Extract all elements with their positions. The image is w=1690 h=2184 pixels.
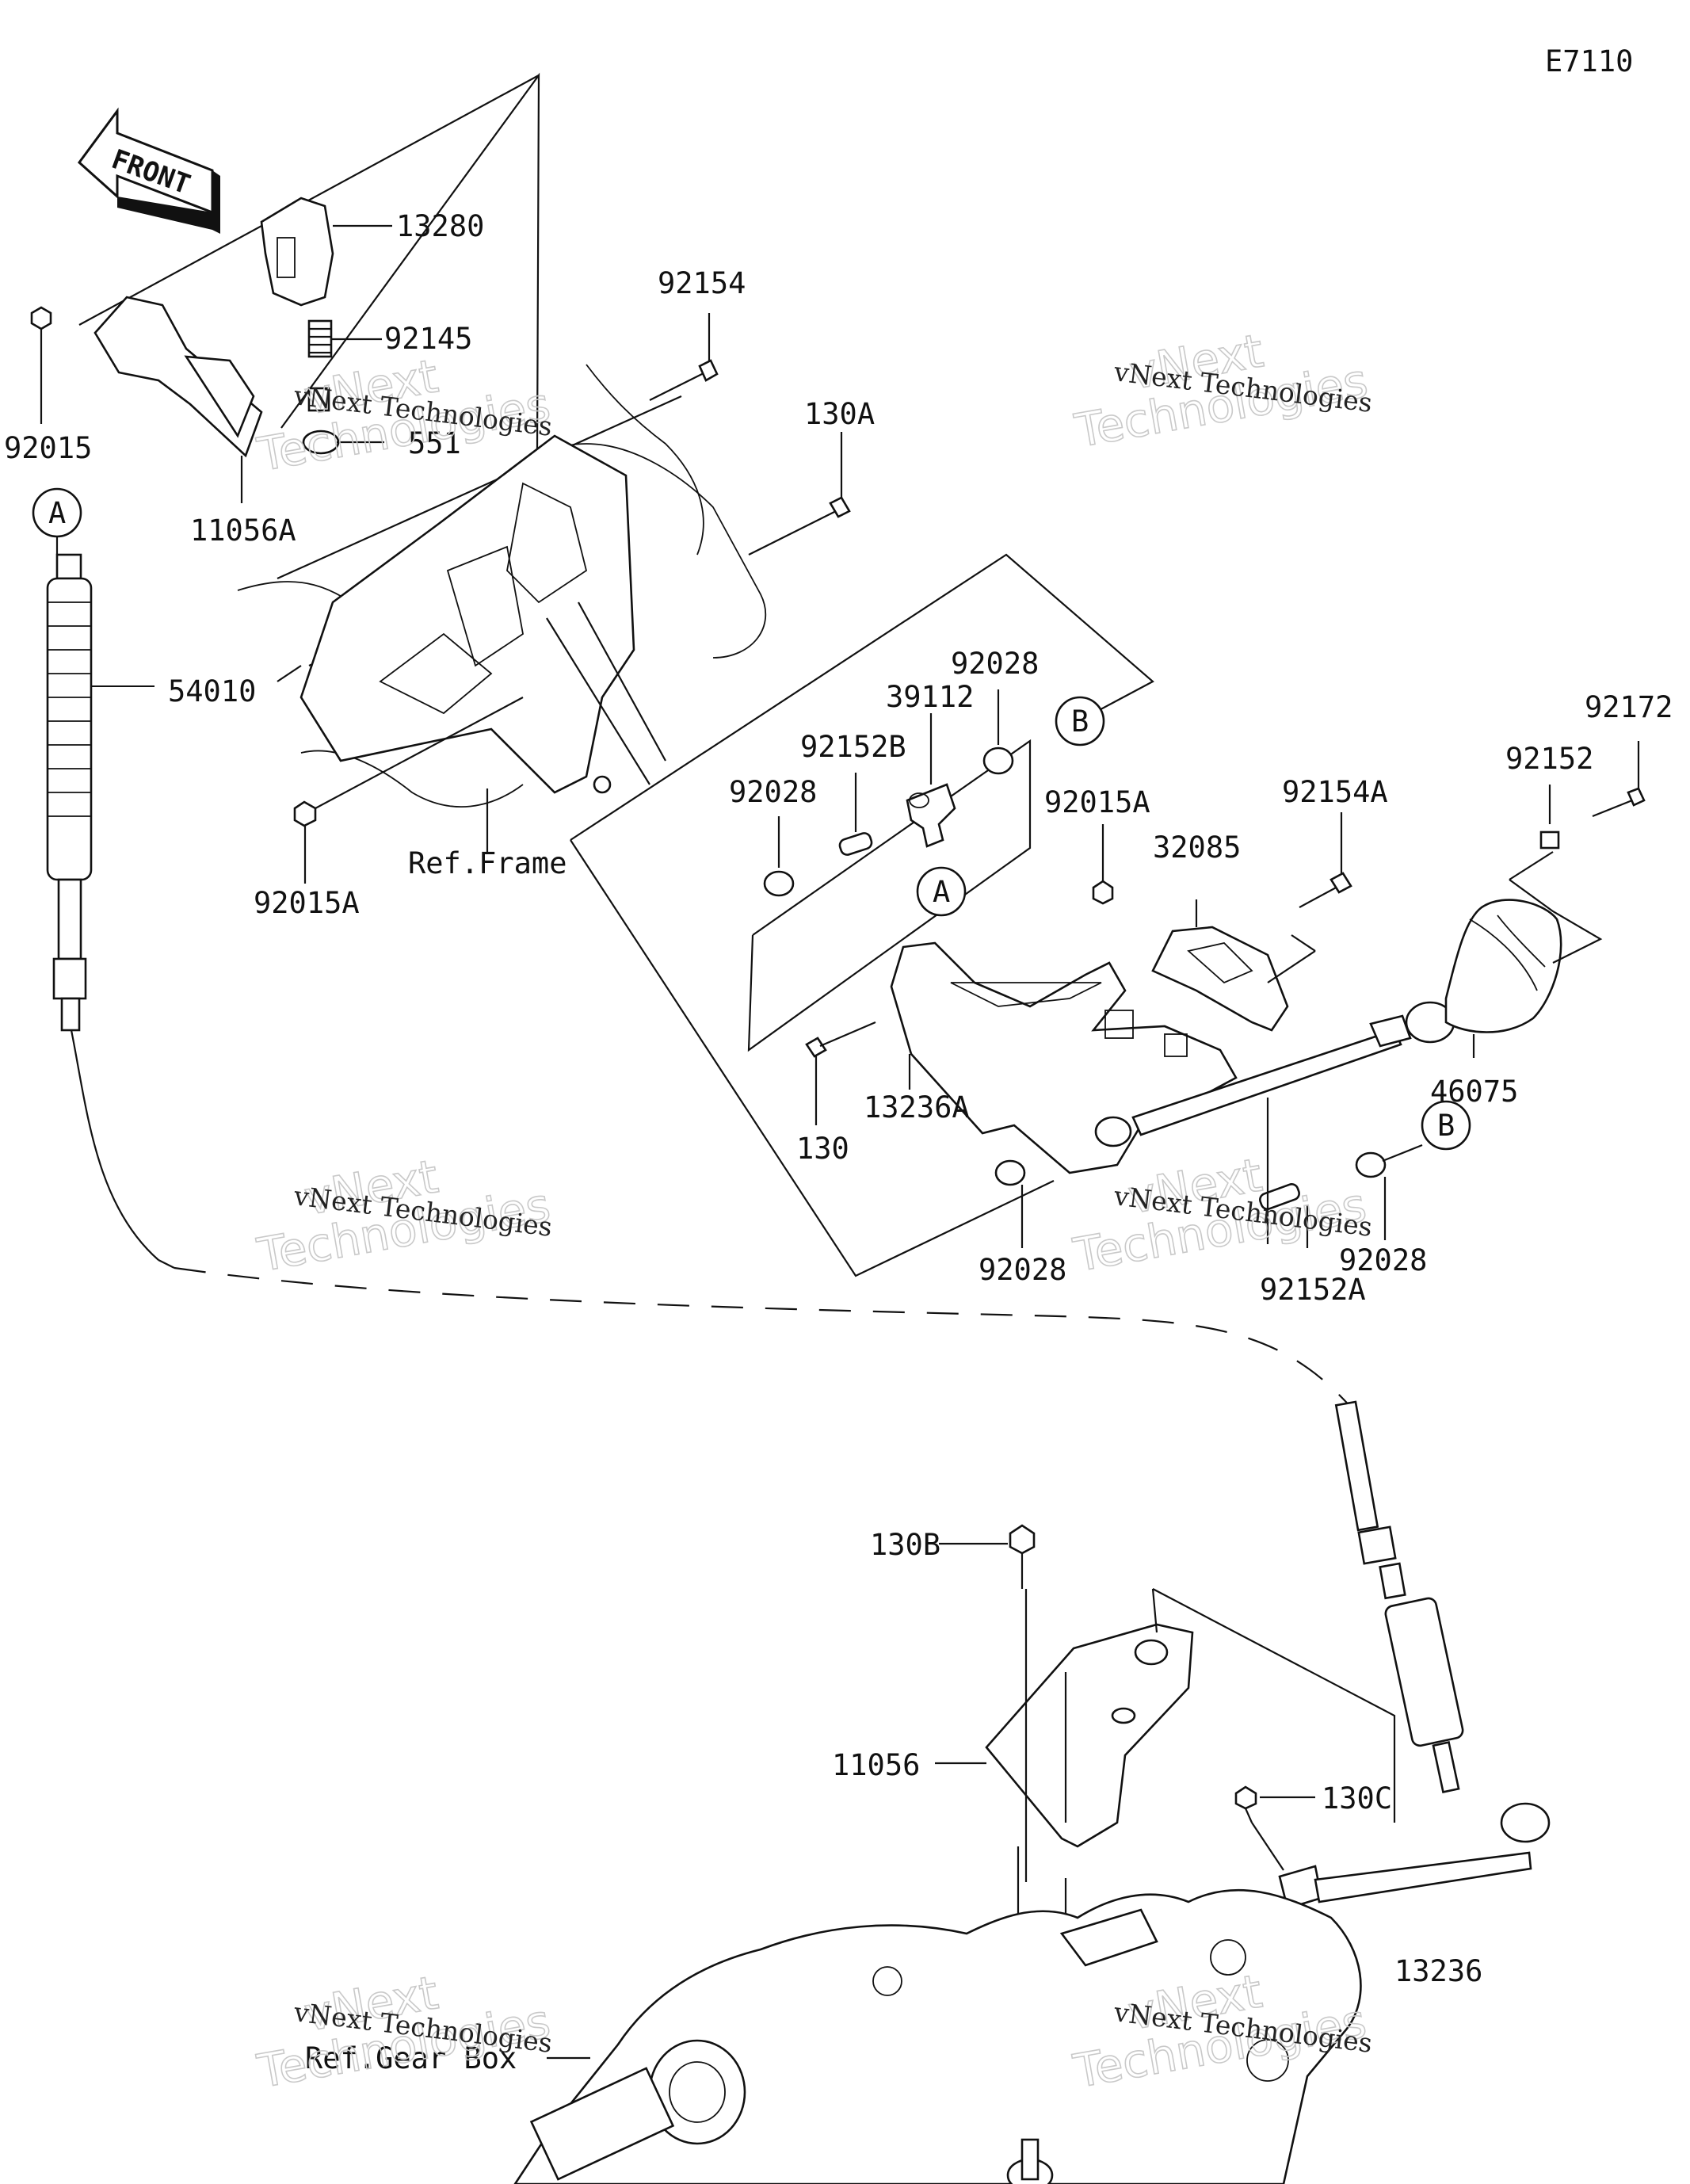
label-32085: 32085 <box>1153 830 1241 865</box>
shift-knob-46075 <box>1405 851 1603 1058</box>
nut-92015A-mid-icon <box>1092 824 1114 905</box>
spring-92145-icon <box>307 319 382 358</box>
label-92152: 92152 <box>1505 742 1593 776</box>
label-551: 551 <box>408 426 461 460</box>
bushing-92152-icon <box>1539 830 1560 850</box>
front-arrow-icon: FRONT <box>77 107 220 234</box>
label-130C: 130C <box>1322 1781 1392 1816</box>
label-130: 130 <box>796 1132 849 1166</box>
bracket-13280 <box>260 197 392 307</box>
label-92154A: 92154A <box>1282 775 1388 809</box>
label-92015A: 92015A <box>254 886 360 920</box>
svg-text:B: B <box>1071 704 1089 739</box>
joint-39112-icon <box>906 713 956 848</box>
label-13280: 13280 <box>396 209 484 243</box>
label-39112: 39112 <box>886 680 974 714</box>
shift-lever-13236A <box>890 941 1412 1174</box>
label-11056: 11056 <box>832 1748 920 1782</box>
label-46075: 46075 <box>1430 1075 1518 1109</box>
label-92028-bottom: 92028 <box>979 1253 1066 1287</box>
gearbox <box>513 1888 1362 2184</box>
label-92028-right: 92028 <box>1339 1243 1427 1277</box>
label-92015A-mid: 92015A <box>1044 785 1150 819</box>
callout-a-top: A <box>32 487 82 555</box>
bolt-130A-icon <box>748 432 851 556</box>
screw-92172-icon <box>1592 741 1646 818</box>
svg-text:A: A <box>933 875 950 909</box>
label-ref-gear-box: Ref.Gear Box <box>305 2041 517 2075</box>
bolt-92154-icon <box>649 313 719 401</box>
label-ref-frame: Ref.Frame <box>408 846 567 880</box>
label-92172: 92172 <box>1585 690 1673 724</box>
label-92028-top: 92028 <box>951 647 1039 681</box>
bushing-92028-left-icon <box>763 816 795 897</box>
nut-92015A-icon <box>293 697 524 884</box>
label-92152A: 92152A <box>1260 1273 1366 1307</box>
label-13236A: 13236A <box>864 1090 970 1124</box>
frame-bracket <box>299 434 666 794</box>
label-11056A: 11056A <box>190 514 296 548</box>
label-13236: 13236 <box>1394 1954 1482 1988</box>
label-92028-left: 92028 <box>729 775 817 809</box>
cover-11056A <box>93 296 263 503</box>
nut-92015-icon <box>30 306 52 424</box>
page-code: E7110 <box>1545 44 1633 78</box>
sleeve-92152B-icon <box>838 773 873 856</box>
bolt-130B-icon <box>939 1524 1036 1589</box>
bushing-92028-bottom-icon <box>994 1159 1026 1248</box>
label-130A: 130A <box>804 397 875 431</box>
callout-b-top: B <box>1055 696 1105 746</box>
sleeve-92152A-icon <box>1259 1098 1309 1248</box>
bushing-92028-top-icon <box>982 689 1014 775</box>
damper-32085 <box>1151 899 1316 1032</box>
bolt-130-icon <box>805 1021 876 1125</box>
label-92154: 92154 <box>658 266 746 300</box>
bolt-130C-icon <box>1234 1785 1315 1871</box>
callout-b-right: B <box>1421 1100 1471 1151</box>
label-92152B: 92152B <box>800 730 906 764</box>
bracket-11056 <box>985 1588 1396 2092</box>
label-130B: 130B <box>870 1528 940 1562</box>
svg-text:B: B <box>1437 1109 1455 1143</box>
label-54010: 54010 <box>168 674 256 708</box>
bolt-92154A-icon <box>1299 812 1352 908</box>
label-92015: 92015 <box>4 431 92 465</box>
bushing-92028-right-icon <box>1355 1144 1423 1240</box>
label-92145: 92145 <box>384 322 472 356</box>
callout-a-mid: A <box>916 866 967 917</box>
svg-text:A: A <box>48 496 66 530</box>
shift-cable-54010 <box>46 553 1551 1843</box>
pin-small-icon <box>302 387 384 455</box>
